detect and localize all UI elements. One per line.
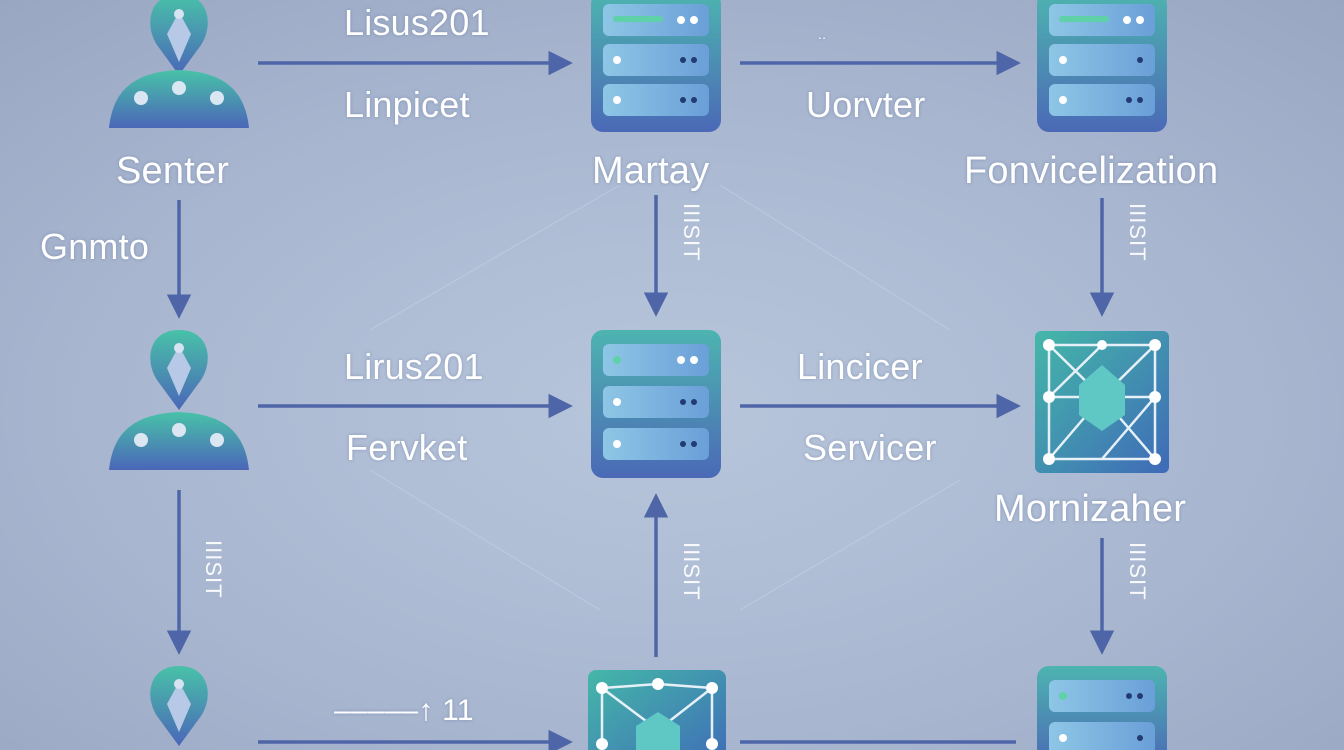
vertical-label-user-mid: IIISIT [201, 540, 226, 599]
edge-label-mid-left-upper: Lirus201 [344, 346, 484, 387]
network-icon [588, 670, 726, 750]
node-label-martay: Martay [592, 150, 710, 192]
edge-label-top-left-upper: Lisus201 [344, 2, 490, 43]
user-icon [150, 666, 208, 746]
server-icon [1037, 0, 1167, 132]
node-label-mornizaher: Mornizaher [994, 488, 1187, 530]
background-decoration [369, 184, 961, 611]
server-icon [591, 0, 721, 132]
edge-label-top-right-upper: .. [818, 26, 827, 42]
node-label-senter: Senter [116, 150, 230, 192]
edge-label-top-left-lower: Linpicet [344, 84, 470, 125]
edge-label-mid-right-lower: Servicer [803, 427, 937, 468]
node-label-fonvicelization: Fonvicelization [964, 150, 1219, 192]
edge-label-mid-left-lower: Fervket [346, 427, 468, 468]
network-icon [1035, 331, 1169, 473]
user-icon [109, 0, 249, 128]
server-icon [1037, 666, 1167, 750]
server-icon [591, 330, 721, 478]
vertical-label-network-right: IIISIT [1125, 542, 1150, 601]
user-icon [109, 330, 249, 470]
vertical-label-server-top: IIISIT [679, 203, 704, 262]
edge-label-mid-right-upper: Lincicer [797, 346, 923, 387]
edge-label-bottom-left: ‒‒‒‒‒↑ 11 [334, 694, 474, 727]
vertical-label-network-bottom: IIISIT [679, 542, 704, 601]
vertical-label-server-right: IIISIT [1125, 203, 1150, 262]
edge-label-top-right-lower: Uorvter [806, 84, 926, 125]
edge-label-left-vertical: Gnmto [40, 226, 150, 267]
